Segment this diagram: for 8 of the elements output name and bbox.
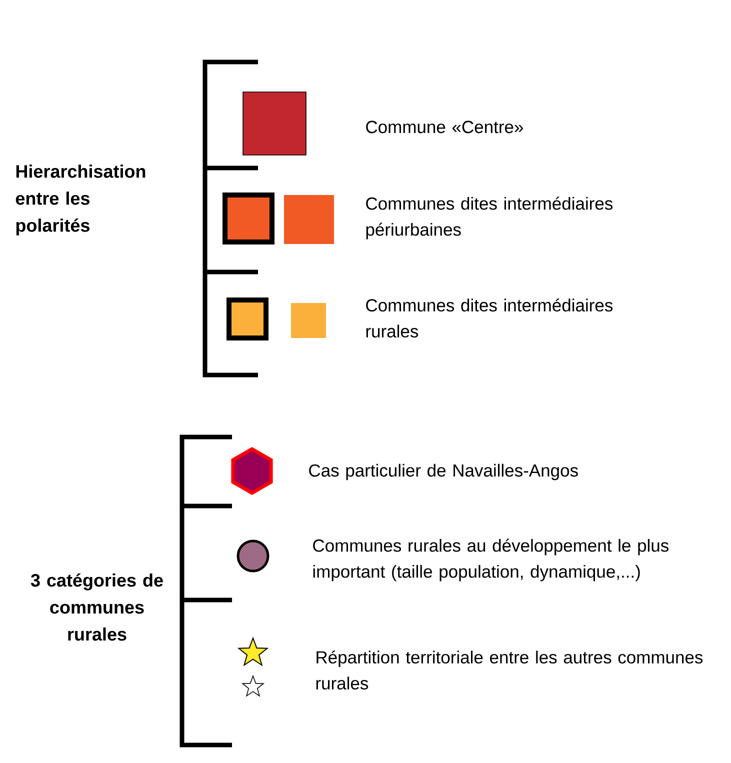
group-label: 3 catégories de communes rurales: [30, 573, 163, 641]
legend-text: Cas particulier de Navailles-Angos: [309, 464, 578, 480]
group-label: Hierarchisation entre les polarités: [16, 164, 146, 236]
legend-text: Communes dites intermédiaires périurbaines: [366, 196, 613, 240]
legend-text: Communes dites intermédiaires rurales: [366, 298, 613, 338]
legend-text: Répartition territoriale entre les autres communes rurales: [316, 650, 703, 690]
legend-text: Communes rurales au développement le plus important (taille population, dynamique,...): [313, 538, 668, 582]
legend-text: Commune «Centre»: [366, 120, 523, 134]
